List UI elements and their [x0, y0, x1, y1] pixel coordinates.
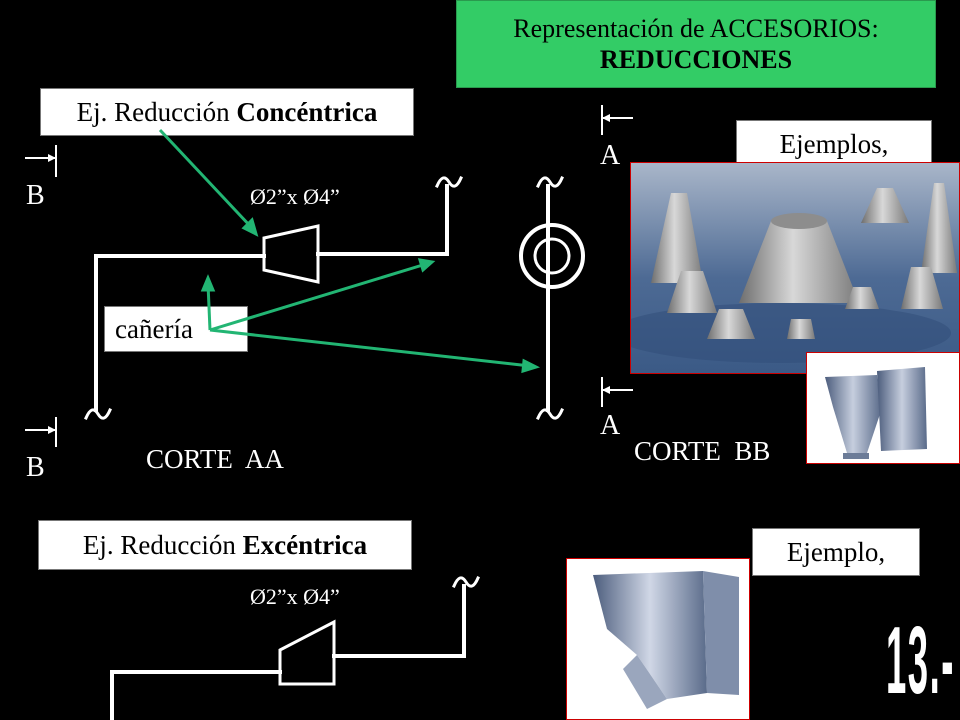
pipe-left-vertical [94, 254, 266, 412]
concentric-label-bold: Concéntrica [236, 96, 378, 127]
cut-bb-label: CORTE BB [634, 436, 771, 466]
dimension-label-eccentric: Ø2”x Ø4” [250, 584, 340, 609]
arrow-to-section-pipe [209, 328, 531, 368]
title-box: Representación de ACCESORIOS: REDUCCIONE… [456, 0, 936, 88]
concentric-label-prefix: Ej. Reducción [76, 96, 237, 127]
eccentric-cutaway-photo-large [566, 558, 750, 720]
eccentric-label-box: Ej. Reducción Excéntrica [38, 520, 412, 570]
section-a-bottom-label: A [600, 410, 621, 441]
break-symbol-top-bb [536, 176, 564, 188]
concentric-reducers-photo [630, 162, 960, 374]
dimension-label-concentric: Ø2”x Ø4” [250, 184, 340, 209]
cutaway-illustration-large [593, 571, 739, 709]
example-label: Ejemplo, [786, 536, 886, 567]
section-b-bottom-label: B [26, 452, 45, 483]
pipe-right [316, 184, 449, 256]
arrow-to-right-pipe [209, 262, 427, 332]
eccentric-label-prefix: Ej. Reducción [82, 529, 243, 560]
examples-label-box: Ejemplos, [736, 120, 932, 168]
section-inner-circle [533, 237, 571, 275]
pipe-label-box: cañería [104, 306, 248, 352]
section-a-top-label: A [600, 140, 621, 171]
concentric-reducer [262, 224, 320, 284]
eccentric-cutaway-photo-small [806, 352, 960, 464]
cut-aa-label: CORTE AA [146, 444, 284, 474]
example-label-box: Ejemplo, [752, 528, 920, 576]
cutaway-illustration-small [825, 367, 927, 459]
eccentric-label-bold: Excéntrica [242, 529, 368, 560]
arrow-to-reducer [158, 128, 254, 230]
eccentric-pipe-right [332, 584, 466, 658]
break-symbol-bottom-aa [84, 408, 112, 420]
arrow-to-left-pipe [206, 283, 212, 331]
eccentric-pipe-left [110, 670, 282, 720]
pipe-label: cañería [115, 313, 193, 344]
section-outer-circle [519, 223, 585, 289]
eccentric-reducer [278, 619, 336, 686]
reducers-illustration [631, 183, 957, 363]
concentric-label-box: Ej. Reducción Concéntrica [40, 88, 414, 136]
slide-number: 13.- [886, 607, 955, 714]
title-line-2: REDUCCIONES [599, 45, 793, 74]
break-symbol-top-aa [435, 176, 463, 188]
examples-label: Ejemplos, [779, 128, 889, 159]
section-b-top-label: B [26, 180, 45, 211]
title-line-1: Representación de ACCESORIOS: [513, 13, 879, 43]
break-symbol-bottom-bb [536, 408, 564, 420]
break-symbol-eccentric [452, 576, 480, 588]
